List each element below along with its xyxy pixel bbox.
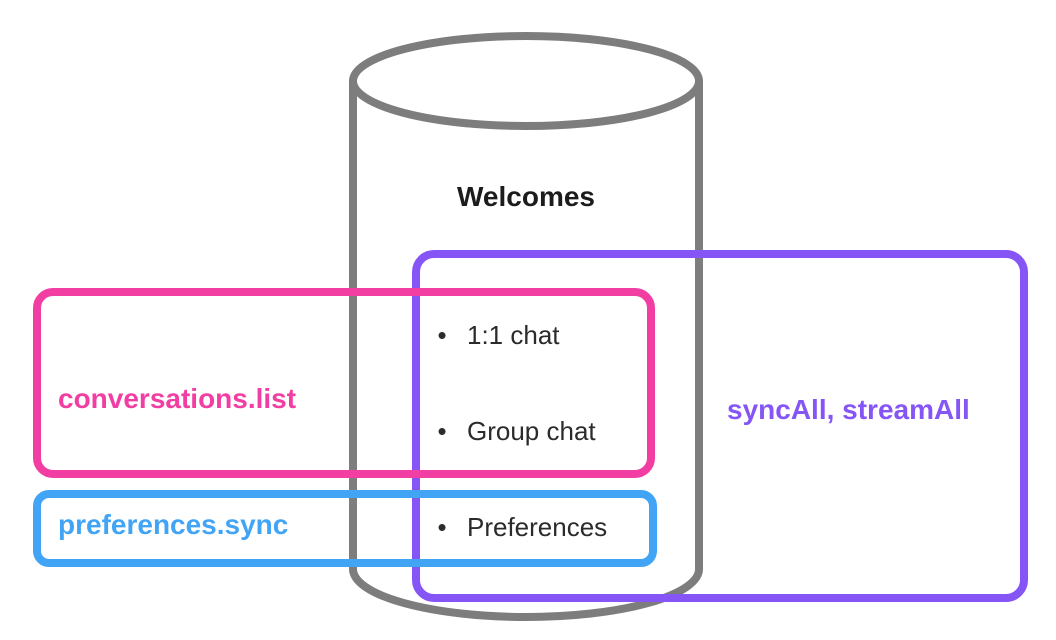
list-item-group-chat: • Group chat [432, 415, 596, 447]
cylinder-title: Welcomes [457, 181, 595, 212]
cylinder-body [349, 81, 703, 621]
list-item-label: 1:1 chat [467, 320, 560, 350]
syncall-streamall-label: syncAll, streamAll [727, 394, 970, 425]
cylinder-top-ellipse [349, 32, 703, 130]
list-item-label: Group chat [467, 416, 596, 446]
preferences-sync-region-box [33, 490, 657, 567]
syncall-region-box [412, 250, 1028, 602]
bullet-icon: • [437, 512, 447, 542]
conversations-list-label: conversations.list [58, 383, 297, 414]
conversations-list-region-box [33, 288, 655, 478]
bullet-icon: • [437, 320, 447, 350]
bullet-icon: • [437, 416, 447, 446]
preferences-sync-label: preferences.sync [58, 509, 289, 540]
list-item-1-1-chat: • 1:1 chat [432, 319, 560, 351]
list-item-preferences: • Preferences [432, 511, 607, 543]
list-item-label: Preferences [467, 512, 608, 542]
database-cylinder [349, 32, 703, 621]
